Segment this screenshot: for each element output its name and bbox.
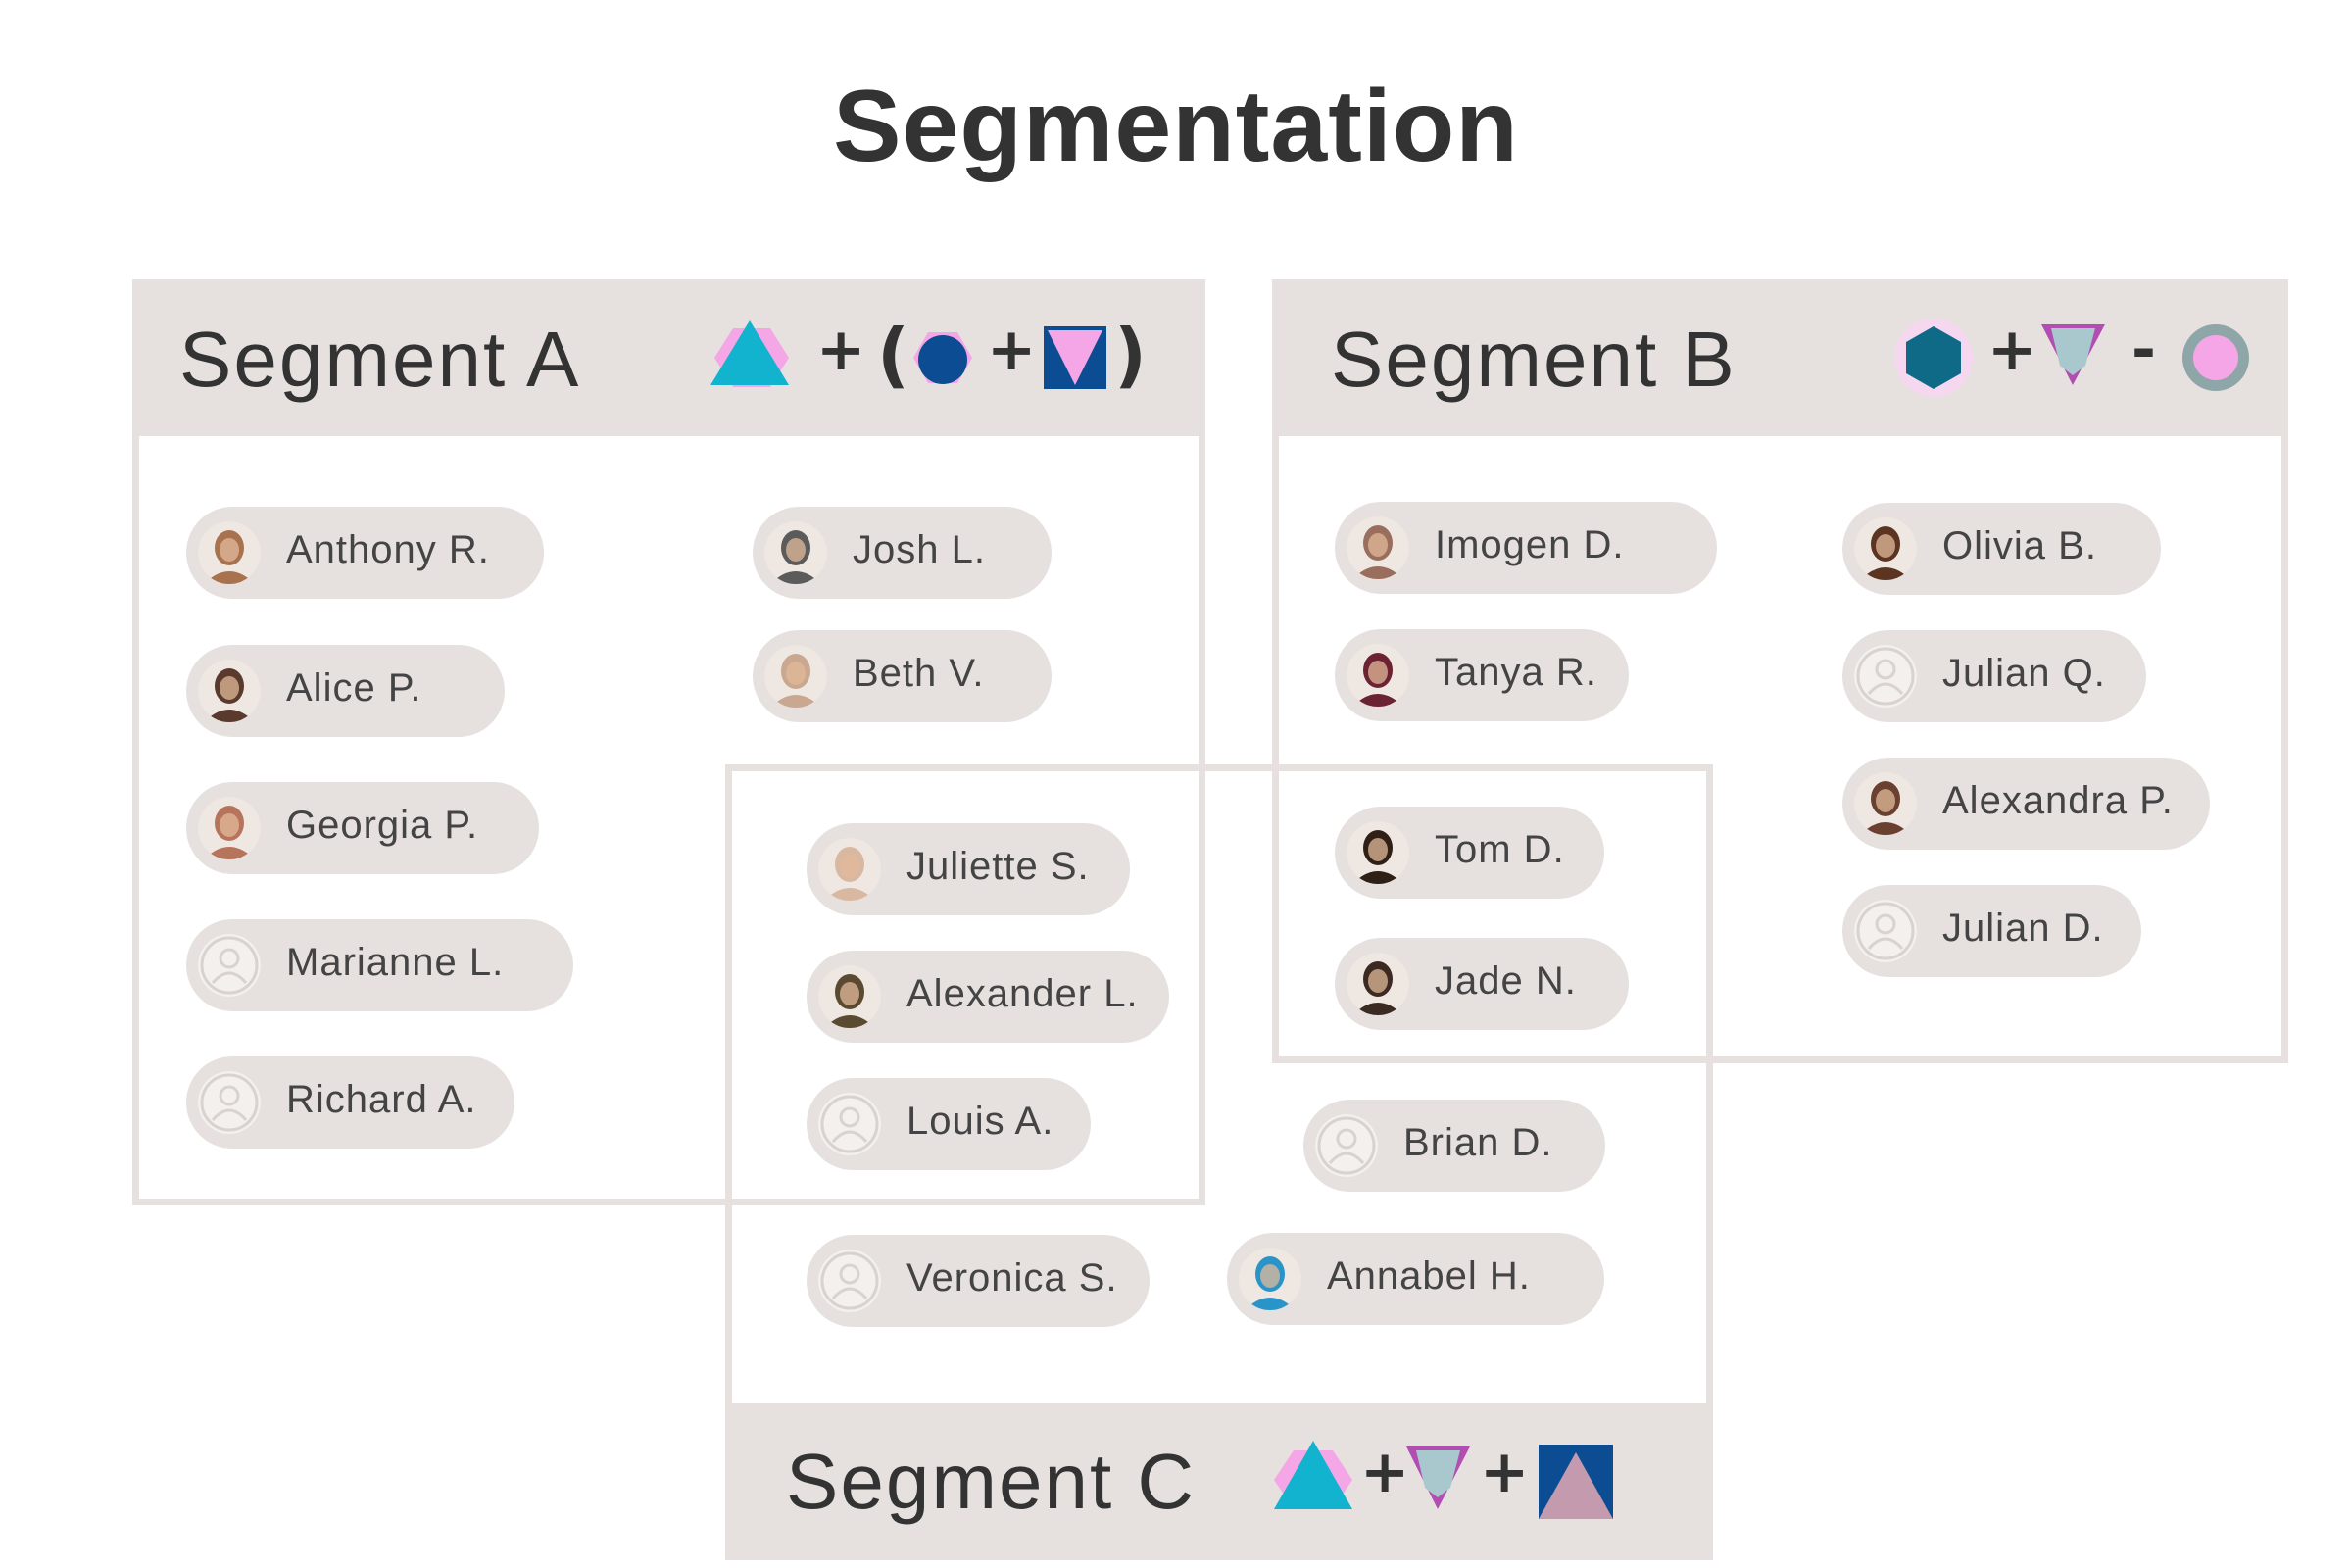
person-name: Brian D. [1403, 1121, 1553, 1164]
person-chip-annabel[interactable]: Annabel H. [1227, 1233, 1604, 1325]
person-chip-jade[interactable]: Jade N. [1335, 938, 1629, 1030]
open-paren-symbol: ( [877, 314, 909, 396]
plus-symbol: + [816, 316, 865, 384]
person-chip-julian-q[interactable]: Julian Q. [1842, 630, 2146, 722]
person-name: Richard A. [286, 1078, 477, 1121]
person-name: Anthony R. [286, 528, 490, 571]
cyan-triangle-icon [710, 320, 789, 385]
placeholder-user-icon [198, 934, 261, 997]
segment-c-title: Segment C [786, 1438, 1197, 1525]
person-chip-juliette[interactable]: Juliette S. [807, 823, 1130, 915]
person-chip-tanya[interactable]: Tanya R. [1335, 629, 1629, 721]
avatar-photo [1347, 644, 1409, 707]
light-blue-shield-icon [1416, 1450, 1460, 1497]
person-name: Imogen D. [1435, 523, 1625, 566]
segment-c-formula: + + [1274, 1438, 1613, 1519]
person-chip-louis[interactable]: Louis A. [807, 1078, 1091, 1170]
person-name: Juliette S. [906, 845, 1090, 888]
placeholder-user-icon [1854, 900, 1917, 962]
avatar-photo [1239, 1248, 1301, 1310]
plus-symbol: + [1987, 316, 2036, 384]
person-name: Alexandra P. [1942, 779, 2174, 822]
person-name: Annabel H. [1327, 1254, 1531, 1298]
person-name: Tanya R. [1435, 651, 1597, 694]
avatar-photo [764, 645, 827, 708]
segment-b-title: Segment B [1331, 316, 1737, 403]
segment-a-header: Segment A + ( + ) [132, 279, 1205, 436]
light-blue-shield-icon [2051, 328, 2095, 375]
person-chip-alexander[interactable]: Alexander L. [807, 951, 1169, 1043]
person-name: Georgia P. [286, 804, 479, 847]
teal-hexagon-icon [1906, 326, 1961, 389]
segment-b-header: Segment B + - [1272, 279, 2288, 436]
person-chip-tom[interactable]: Tom D. [1335, 807, 1604, 899]
plus-symbol: + [1360, 1438, 1409, 1506]
mauve-triangle-in-square-icon [1539, 1452, 1613, 1519]
avatar-photo [1347, 953, 1409, 1015]
avatar-photo [764, 521, 827, 584]
person-name: Olivia B. [1942, 524, 2097, 567]
person-name: Marianne L. [286, 941, 505, 984]
placeholder-user-icon [1854, 645, 1917, 708]
person-chip-beth[interactable]: Beth V. [753, 630, 1052, 722]
plus-symbol: + [1480, 1438, 1529, 1506]
person-chip-richard[interactable]: Richard A. [186, 1056, 514, 1149]
avatar-photo [818, 838, 881, 901]
avatar-photo [818, 965, 881, 1028]
page-title: Segmentation [833, 70, 1519, 183]
person-name: Veronica S. [906, 1256, 1118, 1299]
plus-symbol: + [987, 316, 1036, 384]
person-name: Julian D. [1942, 906, 2104, 950]
minus-symbol: - [2132, 316, 2156, 384]
avatar-photo [198, 521, 261, 584]
person-name: Julian Q. [1942, 652, 2106, 695]
person-chip-alexandra[interactable]: Alexandra P. [1842, 758, 2210, 850]
placeholder-user-icon [818, 1093, 881, 1155]
person-chip-josh[interactable]: Josh L. [753, 507, 1052, 599]
segment-b-formula: + - [1894, 316, 2249, 397]
person-chip-veronica[interactable]: Veronica S. [807, 1235, 1150, 1327]
person-name: Josh L. [853, 528, 986, 571]
avatar-photo [1347, 821, 1409, 884]
person-chip-marianne[interactable]: Marianne L. [186, 919, 573, 1011]
person-name: Louis A. [906, 1100, 1054, 1143]
segment-a-formula: + ( + ) [710, 314, 1147, 396]
person-name: Tom D. [1435, 828, 1565, 871]
person-chip-georgia[interactable]: Georgia P. [186, 782, 539, 874]
person-name: Alexander L. [906, 972, 1139, 1015]
person-chip-alice[interactable]: Alice P. [186, 645, 505, 737]
person-name: Alice P. [286, 666, 422, 710]
segment-a-title: Segment A [179, 316, 581, 403]
placeholder-user-icon [198, 1071, 261, 1134]
close-paren-symbol: ) [1114, 314, 1147, 396]
avatar-photo [1854, 772, 1917, 835]
pink-circle-icon [2193, 335, 2238, 380]
person-chip-olivia[interactable]: Olivia B. [1842, 503, 2161, 595]
person-chip-anthony[interactable]: Anthony R. [186, 507, 544, 599]
avatar-photo [1854, 517, 1917, 580]
pink-triangle-in-square-icon [1048, 330, 1102, 385]
avatar-photo [1347, 516, 1409, 579]
person-chip-imogen[interactable]: Imogen D. [1335, 502, 1717, 594]
placeholder-user-icon [1315, 1114, 1378, 1177]
avatar-photo [198, 797, 261, 859]
cyan-triangle-icon [1274, 1441, 1352, 1509]
placeholder-user-icon [818, 1250, 881, 1312]
navy-circle-icon [918, 335, 967, 384]
person-name: Beth V. [853, 652, 985, 695]
person-chip-julian-d[interactable]: Julian D. [1842, 885, 2141, 977]
segment-c-header: Segment C + + [725, 1403, 1713, 1560]
avatar-photo [198, 660, 261, 722]
person-chip-brian[interactable]: Brian D. [1303, 1100, 1605, 1192]
person-name: Jade N. [1435, 959, 1577, 1003]
